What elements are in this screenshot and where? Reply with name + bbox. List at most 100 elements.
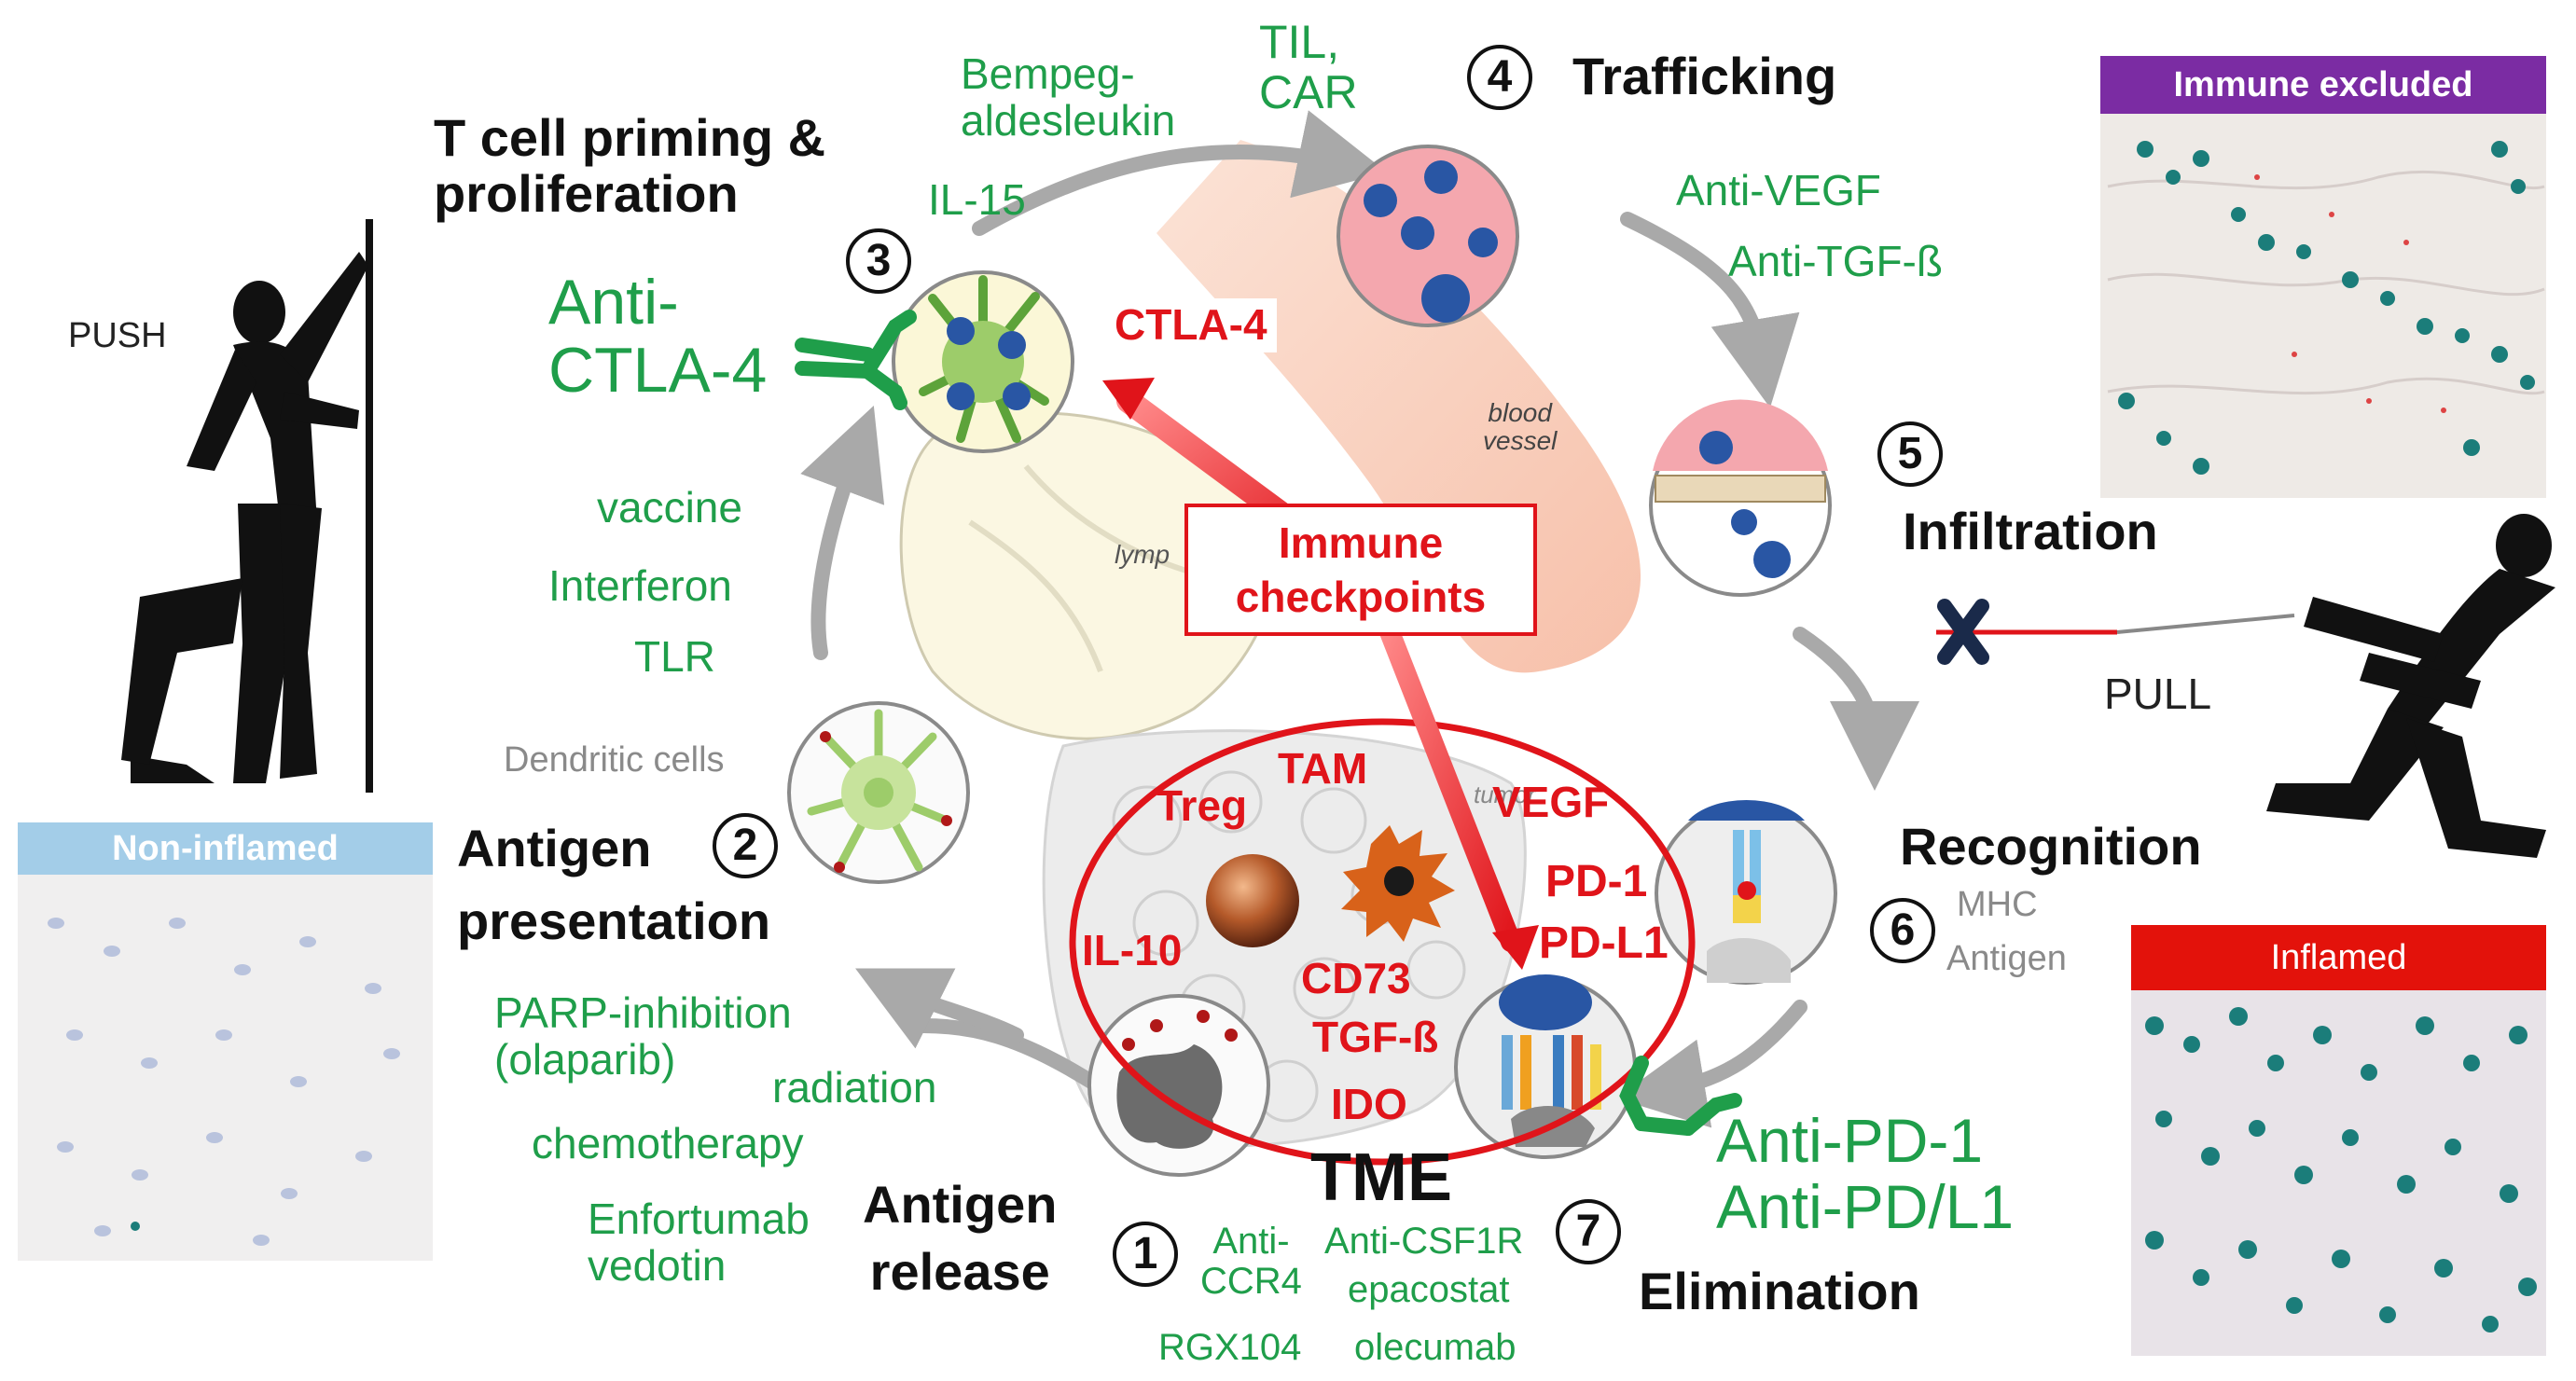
til-label: TIL,	[1259, 16, 1340, 68]
anti-ctla4-label: Anti- CTLA-4	[548, 267, 768, 407]
dendritic-cell-circle	[787, 701, 970, 884]
tme-ellipse	[1069, 718, 1696, 1166]
il10-label: IL-10	[1082, 926, 1183, 974]
step2-number: 2	[713, 813, 778, 878]
mhc-label: MHC	[1957, 885, 2038, 924]
blood-vessel-label-line1: blood	[1488, 398, 1552, 427]
enfortumab-label-line2: vedotin	[588, 1240, 727, 1290]
anti-pd1-line2: Anti-PD/L1	[1716, 1172, 2015, 1242]
tam-label: TAM	[1278, 744, 1368, 793]
bempeg-label: Bempeg- aldesleukin	[961, 49, 1176, 145]
immune-excluded-header: Immune excluded	[2100, 56, 2546, 114]
anti-pd1-label: Anti-PD-1 Anti-PD/L1	[1716, 1106, 2015, 1242]
blood-vessel-label-line2: vessel	[1483, 426, 1558, 456]
antigen-label: Antigen	[1946, 939, 2067, 978]
pd1-label: PD-1	[1545, 857, 1648, 906]
step3-number: 3	[846, 228, 911, 294]
step3-label-line1: T cell priming &	[434, 108, 826, 167]
treg-cell	[1206, 854, 1299, 947]
step4-label: Trafficking	[1572, 47, 1837, 105]
cycle-arrows	[800, 110, 1919, 1128]
ido-label: IDO	[1331, 1080, 1407, 1128]
pull-figure-silhouette	[2266, 514, 2555, 858]
step1-label: Antigen release	[863, 1175, 1058, 1302]
anti-ctla4-line1: Anti-	[548, 267, 679, 338]
pull-label: PULL	[2104, 670, 2212, 718]
step2-label-line1: Antigen	[457, 819, 652, 877]
immune-checkpoints-label: Immune checkpoints	[1188, 517, 1533, 624]
anti-tgfb-label: Anti-TGF-ß	[1728, 237, 1943, 285]
cd73-label: CD73	[1301, 954, 1411, 1002]
tgfb-label: TGF-ß	[1312, 1013, 1439, 1061]
vaccine-label: vaccine	[597, 483, 742, 532]
chemotherapy-label: chemotherapy	[532, 1119, 804, 1167]
anti-pd1-antibody	[1619, 1056, 1742, 1136]
lymph-node-shape	[899, 411, 1276, 740]
push-figure-silhouette	[121, 219, 373, 793]
tumor-label: tumor	[1474, 780, 1536, 808]
step1-label-line1: Antigen	[863, 1175, 1058, 1234]
vegf-label: VEGF	[1492, 778, 1610, 826]
enfortumab-label-line1: Enfortumab	[588, 1195, 810, 1243]
car-label: CAR	[1259, 66, 1358, 118]
step6-label: Recognition	[1900, 817, 2202, 876]
blood-vessel-label: blood vessel	[1483, 398, 1558, 456]
enfortumab-label: Enfortumab vedotin	[588, 1195, 810, 1290]
olecumab-label: olecumab	[1354, 1327, 1517, 1368]
histology-inflamed-image	[2131, 990, 2546, 1356]
tlr-label: TLR	[634, 632, 715, 681]
pdl1-label: PD-L1	[1539, 918, 1669, 968]
ctla4-checkpoint-label: CTLA-4	[1105, 298, 1277, 352]
histology-non-inflamed-image	[18, 875, 433, 1261]
tam-cell	[1341, 825, 1455, 942]
antigen-release-circle	[1087, 994, 1270, 1177]
treg-label: Treg	[1156, 781, 1248, 830]
trafficking-circle	[1336, 145, 1519, 327]
interferon-label: Interferon	[548, 561, 732, 610]
step1-label-line2: release	[869, 1242, 1050, 1302]
step7-number: 7	[1556, 1199, 1621, 1264]
anti-ctla4-antibody	[795, 310, 917, 410]
anti-csf1r-label: Anti-CSF1R	[1324, 1221, 1524, 1262]
anti-ccr4-label: Anti- CCR4	[1200, 1221, 1302, 1303]
anti-ccr4-line2: CCR4	[1200, 1261, 1302, 1303]
step5-label: Infiltration	[1903, 502, 2158, 560]
tme-title: TME	[1310, 1140, 1452, 1215]
immune-checkpoints-line1: Immune	[1278, 518, 1444, 567]
dendritic-cells-label: Dendritic cells	[504, 740, 725, 780]
histology-immune-excluded-image	[2100, 114, 2546, 498]
step3-label: T cell priming & proliferation	[434, 108, 826, 224]
parp-label: PARP-inhibition (olaparib)	[494, 988, 792, 1084]
pull-cross	[1937, 599, 1989, 665]
anti-pd1-line1: Anti-PD-1	[1716, 1106, 1984, 1175]
inflamed-header: Inflamed	[2131, 925, 2546, 990]
immune-checkpoints-box: Immune checkpoints	[1184, 504, 1537, 636]
parp-label-line2: (olaparib)	[494, 1034, 676, 1084]
non-inflamed-header: Non-inflamed	[18, 822, 433, 875]
bempeg-label-line2: aldesleukin	[961, 95, 1176, 145]
push-label: PUSH	[68, 316, 167, 355]
step6-number: 6	[1870, 898, 1935, 963]
radiation-label: radiation	[772, 1063, 937, 1112]
step3-label-line2: proliferation	[434, 164, 739, 224]
lymph-label: lymp	[1115, 540, 1170, 569]
t-cell-priming-circle	[892, 270, 1074, 453]
til-car-label: TIL, CAR	[1259, 17, 1358, 117]
recognition-circle	[1655, 800, 1837, 985]
bempeg-label-line1: Bempeg-	[961, 49, 1135, 98]
infiltration-circle	[1649, 399, 1832, 597]
anti-ctla4-line2: CTLA-4	[548, 335, 768, 407]
epacostat-label: epacostat	[1348, 1269, 1510, 1310]
parp-label-line1: PARP-inhibition	[494, 988, 792, 1037]
step5-number: 5	[1877, 421, 1943, 487]
step7-label: Elimination	[1639, 1262, 1920, 1320]
anti-ccr4-line1: Anti-	[1212, 1221, 1290, 1262]
rgx104-label: RGX104	[1158, 1327, 1302, 1368]
anti-vegf-label: Anti-VEGF	[1676, 166, 1881, 214]
step4-number: 4	[1467, 45, 1532, 110]
immune-checkpoints-line2: checkpoints	[1235, 572, 1487, 621]
step1-number: 1	[1113, 1222, 1178, 1287]
step2-label: Antigen presentation	[457, 819, 770, 950]
il15-label: IL-15	[928, 175, 1026, 224]
